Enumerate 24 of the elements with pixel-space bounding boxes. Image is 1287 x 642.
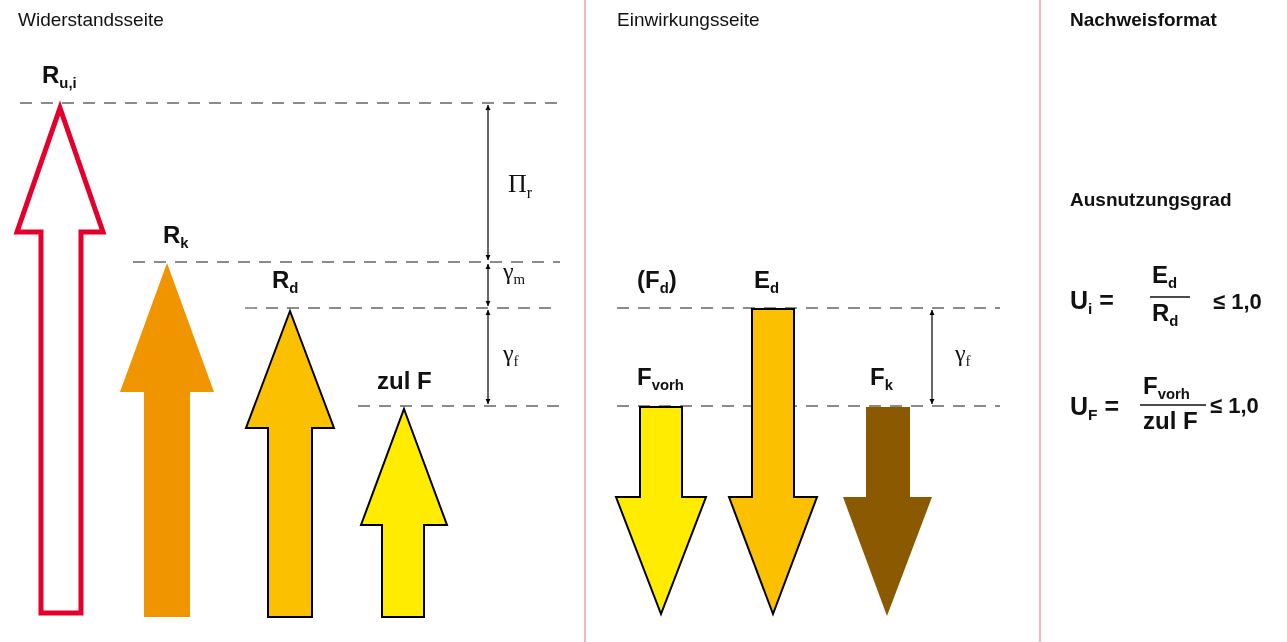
factor-label: γ$_{f}$ (955, 340, 971, 370)
factor-label: γ$_{f}$ (503, 340, 519, 370)
formula-text: ≤ 1,0 (1210, 394, 1259, 419)
factor-label: Π$_{r}$ (508, 170, 533, 202)
subheading: Ausnutzungsgrad (1070, 190, 1232, 211)
formula-text: F$_{vorh}$ (1143, 373, 1190, 403)
arrow-label: zul F (377, 368, 432, 395)
arrow-label: (F$_{d}$) (637, 267, 677, 297)
formula-text: ≤ 1,0 (1213, 290, 1262, 315)
formula-text: U$_{F}$ = (1070, 393, 1120, 424)
arrow-label: R$_{d}$ (272, 267, 299, 297)
arrow-label: F$_{vorh}$ (637, 364, 684, 394)
arrow-label: E$_{d}$ (754, 267, 780, 297)
formula-text: E$_{d}$ (1152, 262, 1178, 292)
formula-text: R$_{d}$ (1152, 300, 1179, 330)
section-heading: Nachweisformat (1070, 10, 1217, 31)
arrow-label: R$_{k}$ (163, 222, 189, 252)
section-heading: Einwirkungsseite (617, 10, 760, 31)
section-heading: Widerstandsseite (18, 10, 164, 31)
factor-label: γ$_{m}$ (503, 258, 526, 288)
arrow-label: R$_{u,i}$ (42, 62, 77, 92)
arrow-label: F$_{k}$ (870, 364, 893, 394)
formula-text: zul F (1143, 408, 1198, 435)
formula-text: U$_{i}$ = (1070, 287, 1114, 318)
